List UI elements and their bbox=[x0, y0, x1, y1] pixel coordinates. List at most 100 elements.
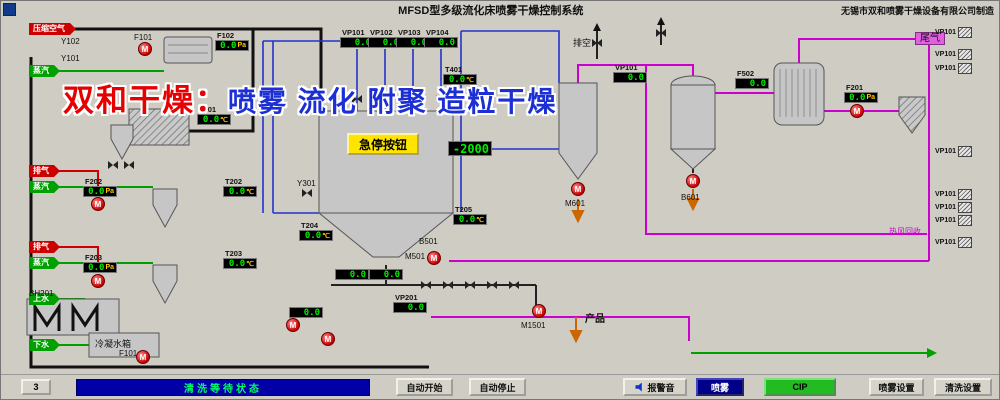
valve-vp101[interactable]: VP101 bbox=[935, 27, 973, 38]
valve-vp101[interactable]: VP101 bbox=[935, 63, 973, 74]
watermark: 双和干燥：喷雾 流化 附聚 造粒干燥 bbox=[63, 75, 557, 120]
fluid-bed-hopper-cone bbox=[669, 148, 717, 170]
valve-icon[interactable] bbox=[436, 95, 446, 103]
pipes-main-duct bbox=[29, 27, 429, 369]
company-label: 无锡市双和喷雾干燥设备有限公司制造 bbox=[840, 6, 994, 16]
value-display: 0.0 bbox=[369, 269, 403, 280]
pump-icon[interactable]: M bbox=[686, 174, 700, 188]
valve-vp101[interactable]: VP101 bbox=[935, 202, 973, 213]
status-text: 清洗等待状态 bbox=[184, 384, 262, 395]
emergency-stop-button[interactable]: 急停按钮 bbox=[347, 133, 419, 155]
label-M601: M601 bbox=[565, 199, 586, 208]
cyclone-3 bbox=[152, 264, 178, 305]
auto-stop-button[interactable]: 自动停止 bbox=[469, 378, 526, 396]
cyclone-2 bbox=[152, 188, 178, 229]
product-arrows bbox=[569, 189, 700, 344]
valve-icon[interactable] bbox=[443, 281, 453, 289]
title-bar: MFSD型多级流化床喷雾干燥控制系统 无锡市双和喷雾干燥设备有限公司制造 bbox=[1, 1, 999, 17]
pump-icon[interactable]: M bbox=[136, 350, 150, 364]
label-BH201: BH201 bbox=[29, 289, 54, 298]
pump-icon[interactable]: M bbox=[571, 182, 585, 196]
small-cyclone bbox=[898, 96, 926, 134]
valve-vp101[interactable]: VP101 bbox=[935, 215, 973, 226]
pump-icon[interactable]: M bbox=[91, 274, 105, 288]
valve-icon[interactable] bbox=[124, 161, 134, 169]
feed-label: 下水 bbox=[29, 339, 60, 351]
watermark-slogan: 喷雾 流化 附聚 造粒干燥 bbox=[228, 86, 558, 117]
feed-label: 蒸汽 bbox=[29, 257, 60, 269]
auto-start-button[interactable]: 自动开始 bbox=[396, 378, 453, 396]
feed-label: 上水 bbox=[29, 293, 60, 305]
valve-icon[interactable] bbox=[465, 281, 475, 289]
pump-icon[interactable]: M bbox=[321, 332, 335, 346]
spray-settings-button[interactable]: 喷雾设置 bbox=[869, 378, 924, 396]
pump-icon[interactable]: M bbox=[532, 304, 546, 318]
fluid-bed-hopper bbox=[670, 84, 716, 150]
alarm-mute-label: 报警音 bbox=[647, 382, 675, 393]
feed-label: 排气 bbox=[29, 165, 60, 177]
cip-button[interactable]: CIP bbox=[764, 378, 836, 396]
valve-icon[interactable] bbox=[408, 95, 418, 103]
label-Y301: Y301 bbox=[297, 179, 316, 188]
valve-icon[interactable] bbox=[108, 161, 118, 169]
page-title: MFSD型多级流化床喷雾干燥控制系统 bbox=[398, 5, 584, 17]
label-M1501: M1501 bbox=[521, 321, 546, 330]
spray-button[interactable]: 喷雾 bbox=[696, 378, 744, 396]
cyclone-1 bbox=[110, 124, 134, 161]
valve-icon[interactable] bbox=[592, 39, 602, 47]
system-button[interactable]: 3 bbox=[21, 379, 51, 395]
clean-settings-button[interactable]: 清洗设置 bbox=[934, 378, 992, 396]
valve-vp101[interactable]: VP101 bbox=[935, 189, 973, 200]
pump-icon[interactable]: M bbox=[850, 104, 864, 118]
alarm-mute-button[interactable]: 报警音 bbox=[623, 378, 687, 396]
pump-icon[interactable]: M bbox=[286, 318, 300, 332]
feed-label: 排气 bbox=[29, 241, 60, 253]
valve-vp101[interactable]: VP101 bbox=[935, 49, 973, 60]
label-M501: M501 bbox=[405, 252, 426, 261]
valve-icon[interactable] bbox=[302, 189, 312, 197]
watermark-brand: 双和干燥： bbox=[63, 83, 228, 118]
feed-label: 压缩空气 bbox=[29, 23, 76, 35]
pump-icon[interactable]: M bbox=[138, 42, 152, 56]
label-Y102: Y102 bbox=[61, 37, 80, 46]
pump-icon[interactable]: M bbox=[427, 251, 441, 265]
value-display: 0.0 bbox=[289, 307, 323, 318]
valve-icon[interactable] bbox=[421, 281, 431, 289]
valve-icon[interactable] bbox=[509, 281, 519, 289]
drying-chamber bbox=[318, 110, 454, 214]
label-F101: F101 bbox=[134, 33, 153, 42]
valve-icon[interactable] bbox=[380, 95, 390, 103]
valve-vp101[interactable]: VP101 bbox=[935, 237, 973, 248]
valve-vp101[interactable]: VP101 bbox=[935, 146, 973, 157]
label-产品: 产品 bbox=[585, 314, 605, 325]
valve-icon[interactable] bbox=[656, 29, 666, 37]
app-icon bbox=[3, 3, 16, 16]
value-display: -2000 bbox=[448, 141, 492, 156]
label-B501: B501 bbox=[419, 237, 438, 246]
valve-icon[interactable] bbox=[487, 281, 497, 289]
pump-icon[interactable]: M bbox=[91, 197, 105, 211]
alarm-sound-icon bbox=[635, 382, 642, 392]
label-Y101: Y101 bbox=[61, 54, 80, 63]
drying-chamber-cone bbox=[317, 212, 455, 258]
valve-icon[interactable] bbox=[352, 95, 362, 103]
label-冷凝水箱: 冷凝水箱 bbox=[95, 339, 132, 349]
value-display: 0.0 bbox=[335, 269, 369, 280]
label-热风回收: 热风回收 bbox=[889, 227, 921, 236]
